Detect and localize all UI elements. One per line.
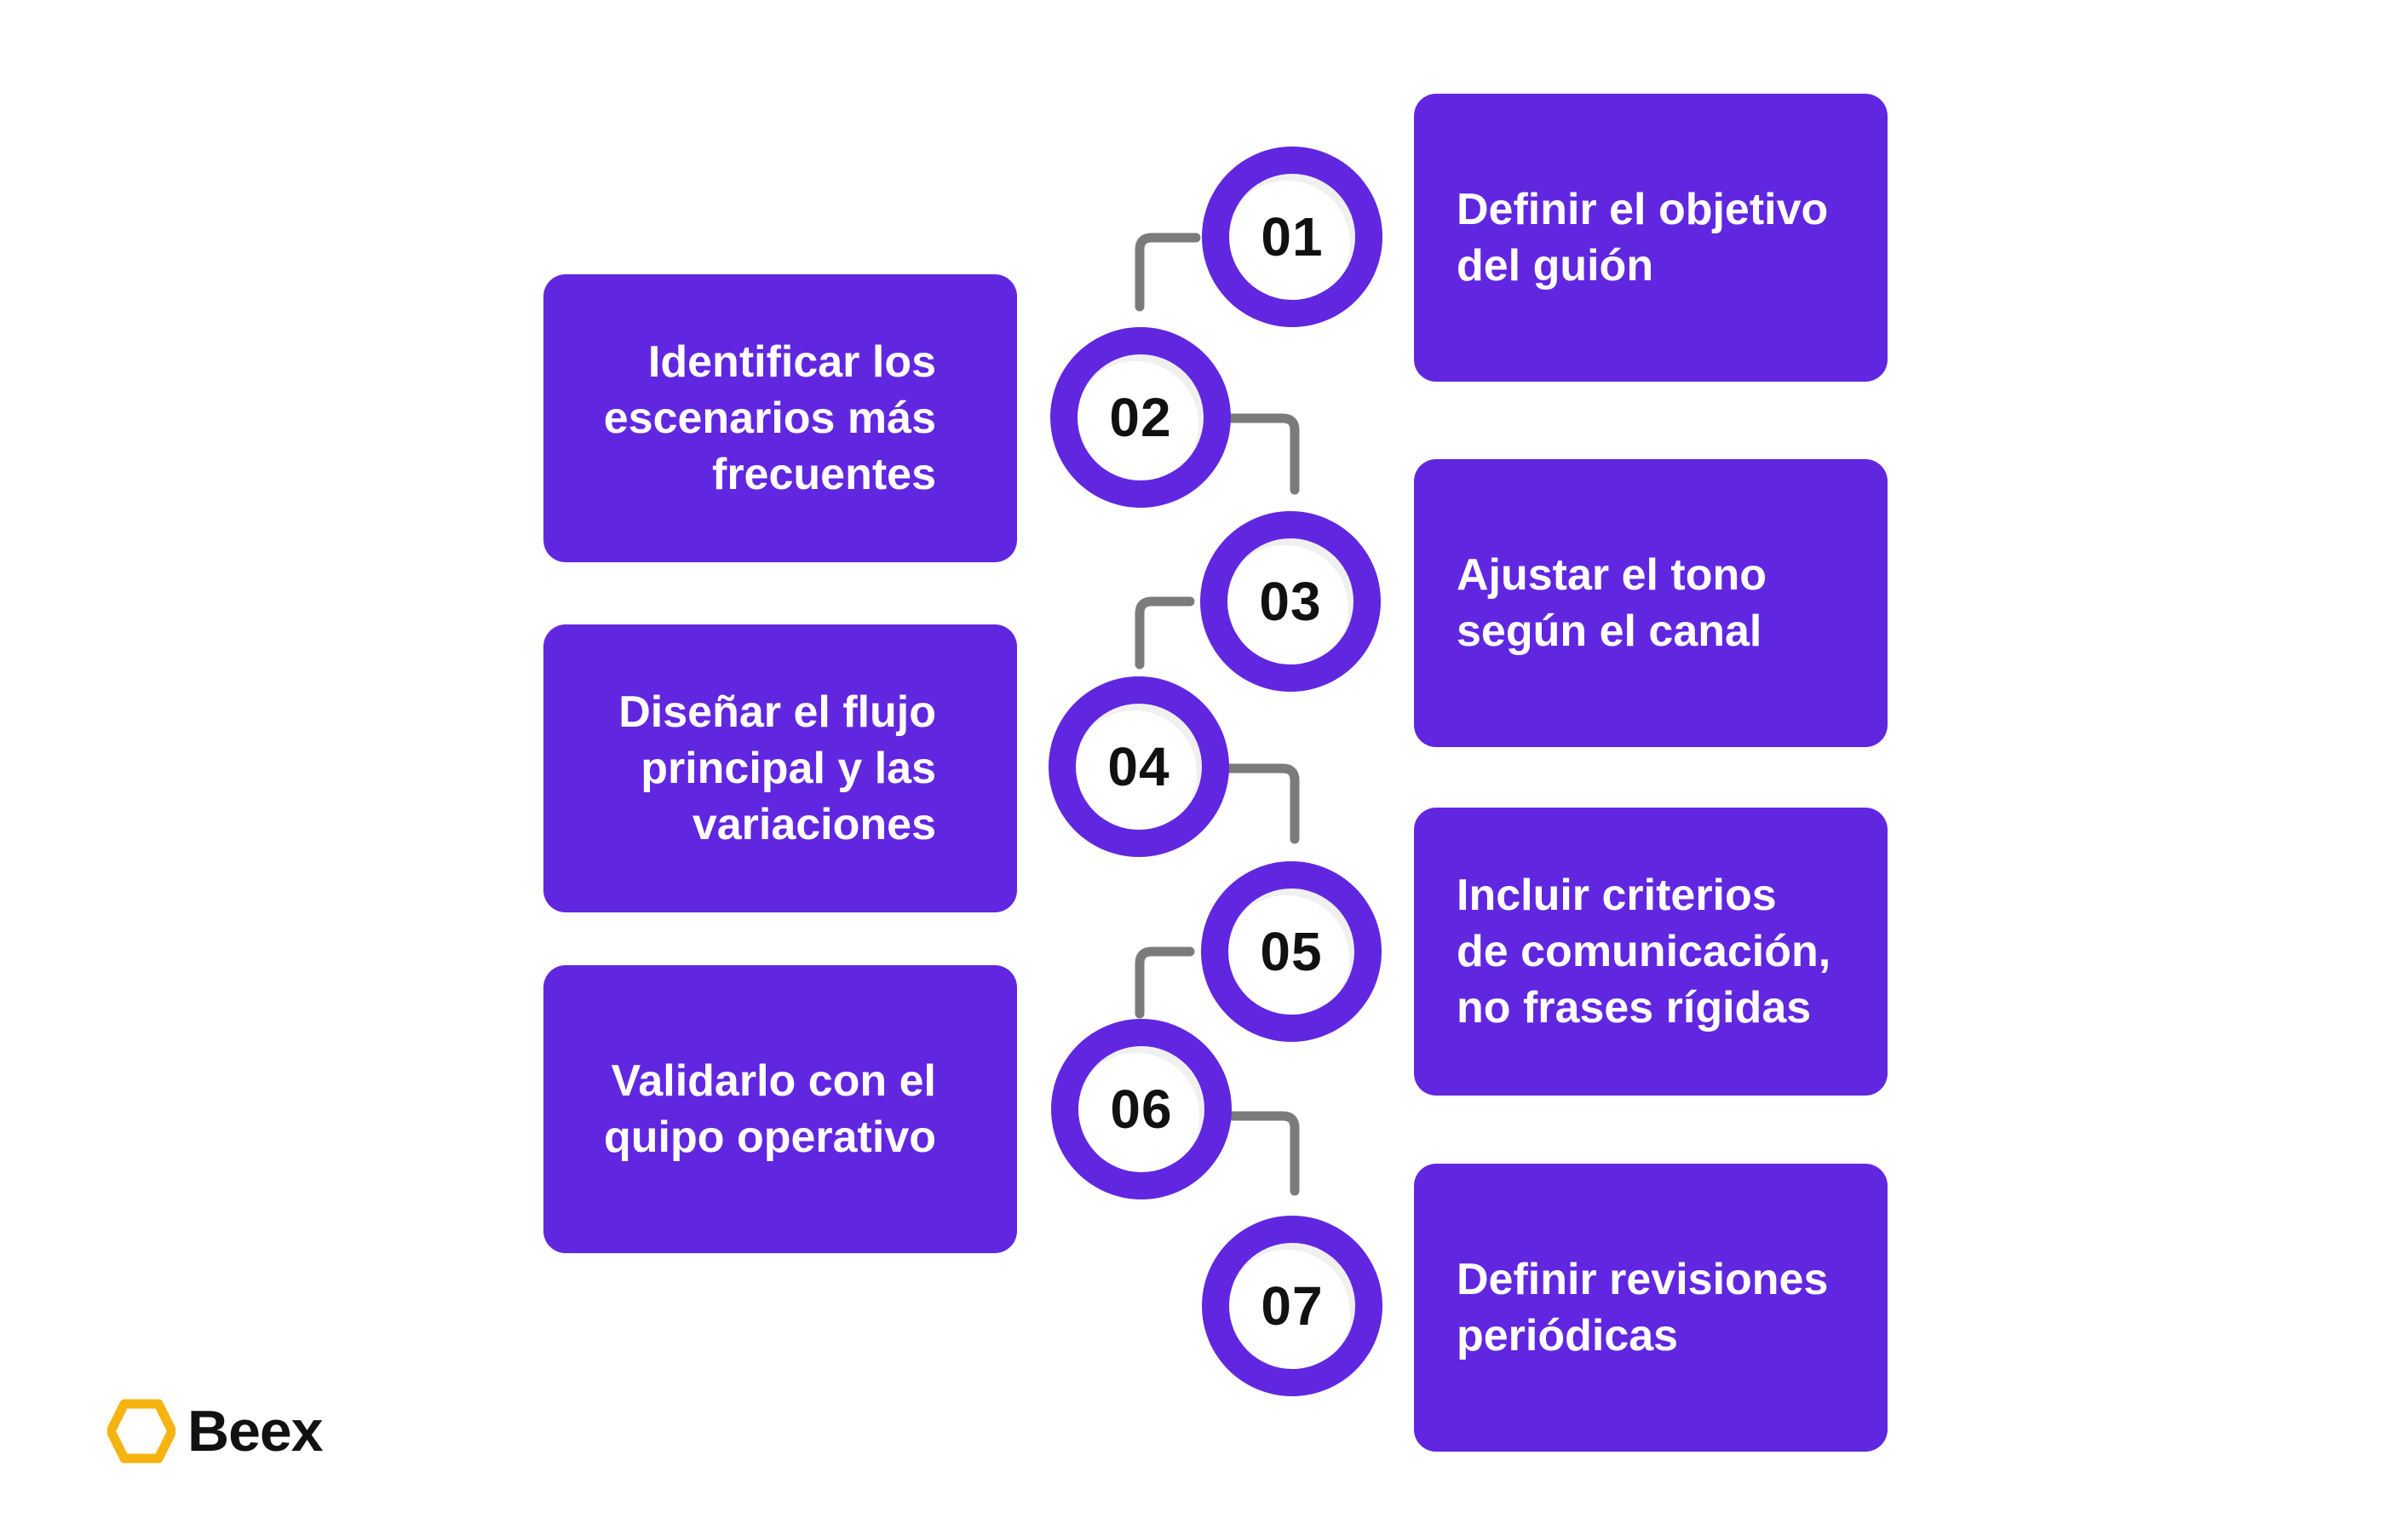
brand-name: Beex: [187, 1399, 324, 1464]
step-circle-05: 05: [1201, 861, 1382, 1042]
step-disc-03: 03: [1227, 538, 1353, 664]
step-disc-02: 02: [1078, 354, 1204, 480]
step-circle-06: 06: [1051, 1019, 1232, 1199]
step-number-06: 06: [1110, 1078, 1173, 1140]
step-disc-04: 04: [1076, 704, 1202, 830]
connector-5-6: [1135, 946, 1195, 1019]
connector-2-3: [1223, 413, 1300, 495]
step-circle-07: 07: [1202, 1216, 1382, 1396]
step-text-03: Ajustar el tono según el canal: [1457, 550, 1767, 656]
step-text-06: Validarlo con el quipo operativo: [604, 1056, 936, 1162]
step-number-01: 01: [1261, 206, 1324, 267]
step-box-03: Ajustar el tono según el canal: [1414, 459, 1888, 747]
step-text-04: Diseñar el flujo principal y las variaci…: [618, 687, 936, 849]
brand: Beex: [107, 1397, 324, 1465]
step-circle-02: 02: [1050, 327, 1231, 508]
step-number-02: 02: [1109, 387, 1172, 448]
step-text-07: Definir revisiones periódicas: [1457, 1255, 1829, 1360]
step-number-04: 04: [1107, 736, 1170, 797]
step-text-05: Incluir criterios de comunicación, no fr…: [1457, 871, 1831, 1032]
connector-1-2: [1135, 233, 1201, 312]
step-box-02: Identificar los escenarios más frecuente…: [543, 274, 1017, 562]
step-disc-01: 01: [1229, 174, 1355, 300]
hexagon-logo-icon: [107, 1399, 175, 1464]
step-circle-03: 03: [1200, 511, 1381, 692]
connector-3-4: [1135, 596, 1195, 670]
connector-4-5: [1223, 763, 1300, 844]
connector-6-7: [1223, 1111, 1300, 1196]
step-box-07: Definir revisiones periódicas: [1414, 1164, 1888, 1452]
step-number-07: 07: [1261, 1275, 1324, 1337]
step-number-05: 05: [1260, 921, 1323, 982]
step-box-06: Validarlo con el quipo operativo: [543, 965, 1017, 1253]
step-circle-04: 04: [1049, 676, 1229, 857]
step-circle-01: 01: [1202, 147, 1382, 327]
step-text-01: Definir el objetivo del guión: [1457, 185, 1829, 290]
step-box-01: Definir el objetivo del guión: [1414, 94, 1888, 382]
step-disc-06: 06: [1078, 1046, 1204, 1172]
step-number-03: 03: [1259, 571, 1322, 632]
step-box-04: Diseñar el flujo principal y las variaci…: [543, 624, 1017, 912]
step-box-05: Incluir criterios de comunicación, no fr…: [1414, 808, 1888, 1096]
step-disc-05: 05: [1228, 889, 1354, 1015]
step-disc-07: 07: [1229, 1243, 1355, 1369]
step-text-02: Identificar los escenarios más frecuente…: [603, 337, 936, 499]
